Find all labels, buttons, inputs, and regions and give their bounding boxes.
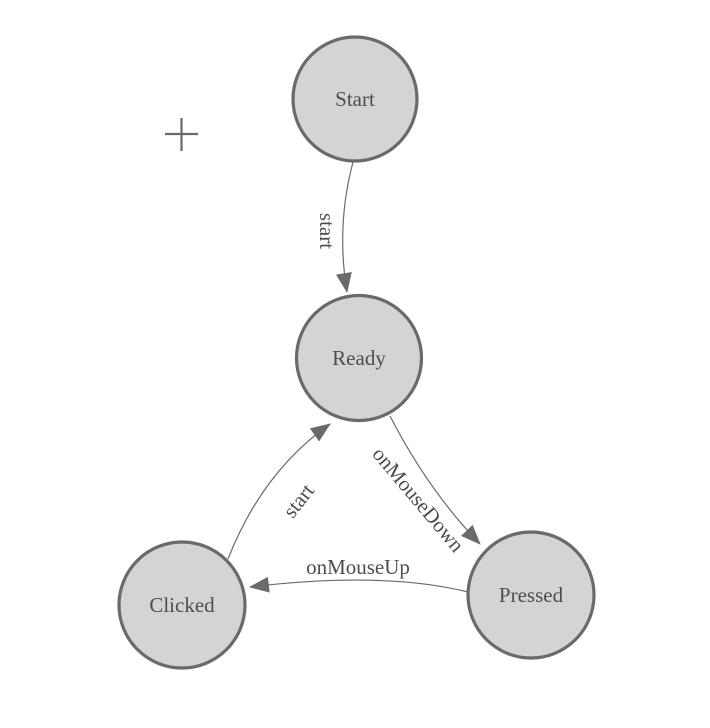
node-pressed[interactable]: Pressed [466,530,596,660]
node-clicked[interactable]: Clicked [117,540,247,670]
node-label: Start [335,87,375,111]
edge-clicked-to-ready[interactable]: start [227,423,331,560]
crosshair-cursor [165,118,198,151]
edge-label: onMouseDown [368,442,470,557]
edge-path [249,576,469,593]
edge-label: start [278,479,319,522]
state-circle [294,293,424,423]
node-label: Pressed [499,583,564,607]
edge-label: start [315,213,339,249]
edge-start-to-ready[interactable]: start [315,161,354,293]
edge-ready-to-pressed[interactable]: onMouseDown [368,415,481,557]
edge-path [389,415,481,545]
edge-path [227,423,331,560]
state-circle [466,530,596,660]
state-circle [117,540,247,670]
node-label: Ready [332,346,386,370]
node-ready[interactable]: Ready [294,293,424,423]
edge-label: onMouseUp [306,555,410,579]
node-label: Clicked [149,593,215,617]
state-circle [291,35,419,163]
edge-pressed-to-clicked[interactable]: onMouseUp [249,555,469,593]
edge-path [335,161,354,293]
node-start[interactable]: Start [291,35,419,163]
